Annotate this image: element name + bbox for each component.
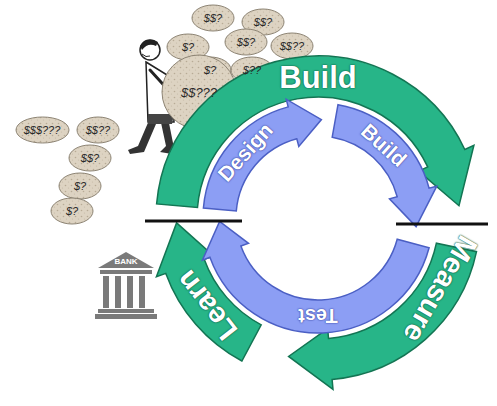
rock-label: $$? xyxy=(237,36,255,48)
bank-icon xyxy=(95,252,157,319)
rock-label: $$? xyxy=(204,12,222,24)
rock-label: $$?? xyxy=(280,40,304,52)
cycle-arrow: Design xyxy=(193,93,324,214)
cycle-label: Test xyxy=(298,306,338,326)
rock-blob: $$?? xyxy=(76,116,120,144)
rock-blob: $$? xyxy=(224,28,268,56)
rock-label: $$? xyxy=(81,152,99,164)
rock-label: $? xyxy=(182,41,194,53)
arrow-shape xyxy=(328,94,443,230)
rock-label: $$??? xyxy=(181,85,217,100)
rock-blob: $? xyxy=(58,172,102,200)
arrow-shape xyxy=(193,93,324,214)
rock-label: $$?? xyxy=(86,124,110,136)
cycle-label: Build xyxy=(279,62,357,93)
rock-blob: $$$??? xyxy=(15,116,70,144)
rock-blob: $? xyxy=(50,197,94,225)
rock-blob: $$? xyxy=(191,4,235,32)
rock-label: $? xyxy=(204,64,216,76)
rock-label: $? xyxy=(66,205,78,217)
rock-blob: $$? xyxy=(68,144,112,172)
rock-label: $$$??? xyxy=(24,124,61,136)
rock-label: $? xyxy=(74,180,86,192)
rock-label: $$? xyxy=(254,16,272,28)
divider-line xyxy=(396,223,488,226)
bank-label: BANK xyxy=(114,258,137,266)
cycle-arrow: Build xyxy=(328,94,443,230)
divider-line xyxy=(145,220,242,223)
rock-label: $?? xyxy=(243,64,261,76)
cycle-arrow: Build xyxy=(144,44,491,211)
